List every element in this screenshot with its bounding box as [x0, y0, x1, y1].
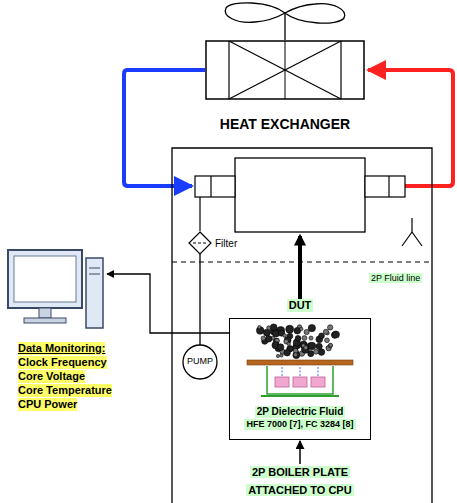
node-text: Filter	[215, 238, 237, 249]
connector	[199, 254, 200, 345]
node-text: Core Voltage	[18, 370, 85, 383]
pipe-connector	[195, 176, 405, 197]
housing	[172, 148, 432, 503]
diagram-node: Filter	[188, 231, 237, 255]
node-text: DUT	[287, 299, 314, 312]
node-text: CPU Power	[18, 398, 77, 411]
node-text: Clock Frequency	[18, 356, 107, 369]
node-text: HEAT EXCHANGER	[220, 116, 350, 132]
boiler-plate-label: 2P BOILER PLATE ATTACHED TO CPU	[246, 466, 353, 496]
diagram-node: PUMP	[182, 344, 218, 380]
condenser-tank	[235, 158, 365, 232]
fluid-line-symbol	[402, 218, 422, 246]
boiler-arrow	[299, 441, 301, 464]
diagram-node: DUT 2P Dielectric FluidHFE 7000 [7], FC 3…	[229, 299, 371, 440]
node-text: HFE 7000 [7], FC 3284 [8]	[244, 419, 355, 430]
node-text: Core Temperature	[18, 384, 112, 397]
heat-exchanger-box	[205, 40, 365, 100]
boiler-chamber: 2P Dielectric FluidHFE 7000 [7], FC 3284…	[229, 318, 371, 440]
diagram-node: Data Monitoring:Clock FrequencyCore Volt…	[6, 244, 112, 412]
node-text: 2P Dielectric Fluid	[255, 406, 346, 418]
computer-icon	[6, 244, 106, 342]
node-text: PUMP	[182, 356, 218, 366]
vapor-arrow	[298, 236, 302, 299]
return-line	[199, 197, 200, 231]
fluid-line-label: 2P Fluid line	[369, 273, 422, 283]
diagram-node: HEAT EXCHANGER	[205, 40, 365, 132]
boiler-illustration	[235, 322, 365, 402]
connector	[107, 274, 229, 333]
node-text: Data Monitoring:	[18, 342, 105, 355]
fan-symbol	[225, 3, 344, 40]
hot-pipe	[368, 70, 453, 186]
filter-diamond	[188, 231, 212, 255]
cold-pipe	[124, 70, 205, 186]
